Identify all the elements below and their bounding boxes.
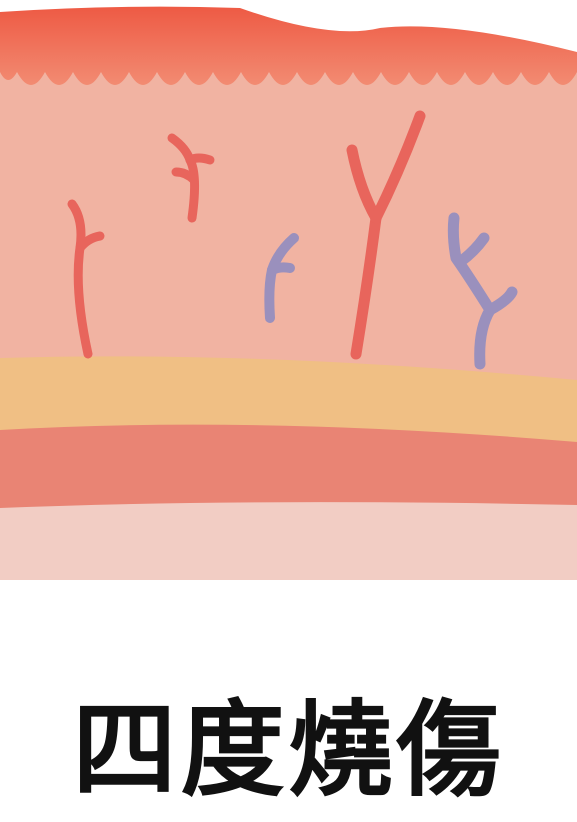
- artery-branch-icon: [67, 199, 105, 359]
- artery-branch-icon: [167, 133, 215, 223]
- vein-branch-icon: [447, 212, 518, 370]
- vein-branch-icon: [264, 233, 299, 323]
- burn-degree-title: 四度燒傷: [72, 689, 505, 811]
- dermis-layer: [0, 60, 577, 380]
- burn-skin-diagram: [0, 6, 577, 580]
- artery-branch-icon: [346, 110, 426, 360]
- muscle-layer: [0, 421, 577, 508]
- epidermis-layer: [0, 6, 577, 86]
- fat-layer: [0, 354, 577, 442]
